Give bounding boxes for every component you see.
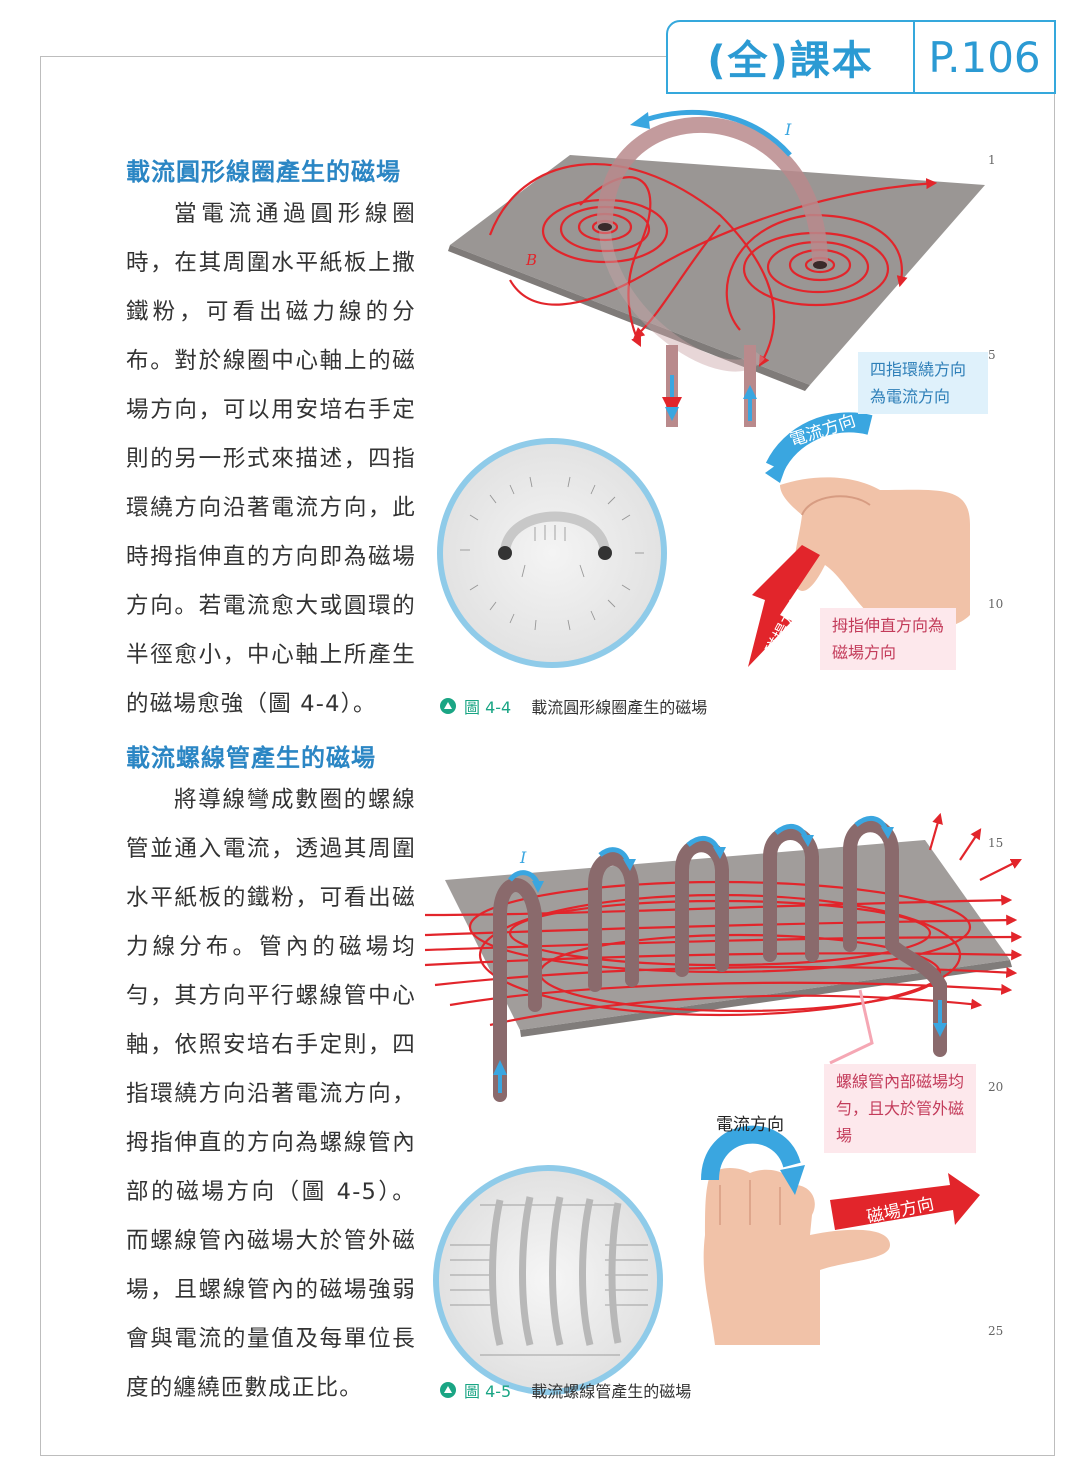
caption-number: 圖 4-5 (464, 1382, 512, 1401)
label-current-I: I (519, 848, 527, 867)
line-number: 1 (988, 153, 996, 167)
line-number: 20 (988, 1080, 1004, 1094)
page-frame (40, 56, 1055, 1456)
paragraph: 將導線彎成數圈的螺線管並通入電流，透過其周圍水平紙板的鐵粉，可看出磁力線分布。管… (126, 787, 416, 1401)
page-tab: (全)課本 P.106 (666, 20, 1056, 94)
paragraph: 當電流通過圓形線圈時，在其周圍水平紙板上撒鐵粉，可看出磁力線的分布。對於線圈中心… (126, 201, 416, 717)
figure-4-4-illustration: I B (437, 109, 985, 668)
figure-4-5-illustration: I (424, 812, 1023, 1395)
label-current-I: I (784, 120, 792, 139)
line-number: 25 (988, 1324, 1004, 1338)
line-number: 5 (988, 348, 996, 362)
section-heading-solenoid: 載流螺線管產生的磁場 (126, 744, 376, 772)
caption-number: 圖 4-4 (464, 698, 512, 717)
label-field-B: B (525, 251, 537, 269)
caption-triangle-icon (440, 698, 456, 714)
figure-4-5-caption: 圖 4-5 載流螺線管產生的磁場 (440, 1378, 691, 1402)
line-number: 10 (988, 597, 1004, 611)
figure-4-4-caption: 圖 4-4 載流圓形線圈產生的磁場 (440, 694, 707, 718)
note-solenoid-inside: 螺線管內部磁場均勻，且大於管外磁場 (824, 1064, 976, 1153)
note-fingers-current: 四指環繞方向為電流方向 (858, 352, 988, 414)
caption-triangle-icon (440, 1382, 456, 1398)
textbook-label: (全)課本 (668, 22, 915, 92)
section-text-solenoid: 將導線彎成數圈的螺線管並通入電流，透過其周圍水平紙板的鐵粉，可看出磁力線分布。管… (126, 776, 416, 1413)
note-thumb-field: 拇指伸直方向為磁場方向 (820, 608, 956, 670)
page-number: P.106 (928, 32, 1041, 82)
line-number: 15 (988, 836, 1004, 850)
current-direction-label: 電流方向 (716, 1115, 784, 1135)
section-heading-loop: 載流圓形線圈產生的磁場 (126, 158, 401, 186)
caption-text: 載流圓形線圈產生的磁場 (531, 698, 708, 717)
section-text-loop: 當電流通過圓形線圈時，在其周圍水平紙板上撒鐵粉，可看出磁力線的分布。對於線圈中心… (126, 190, 416, 729)
caption-text: 載流螺線管產生的磁場 (531, 1382, 692, 1401)
